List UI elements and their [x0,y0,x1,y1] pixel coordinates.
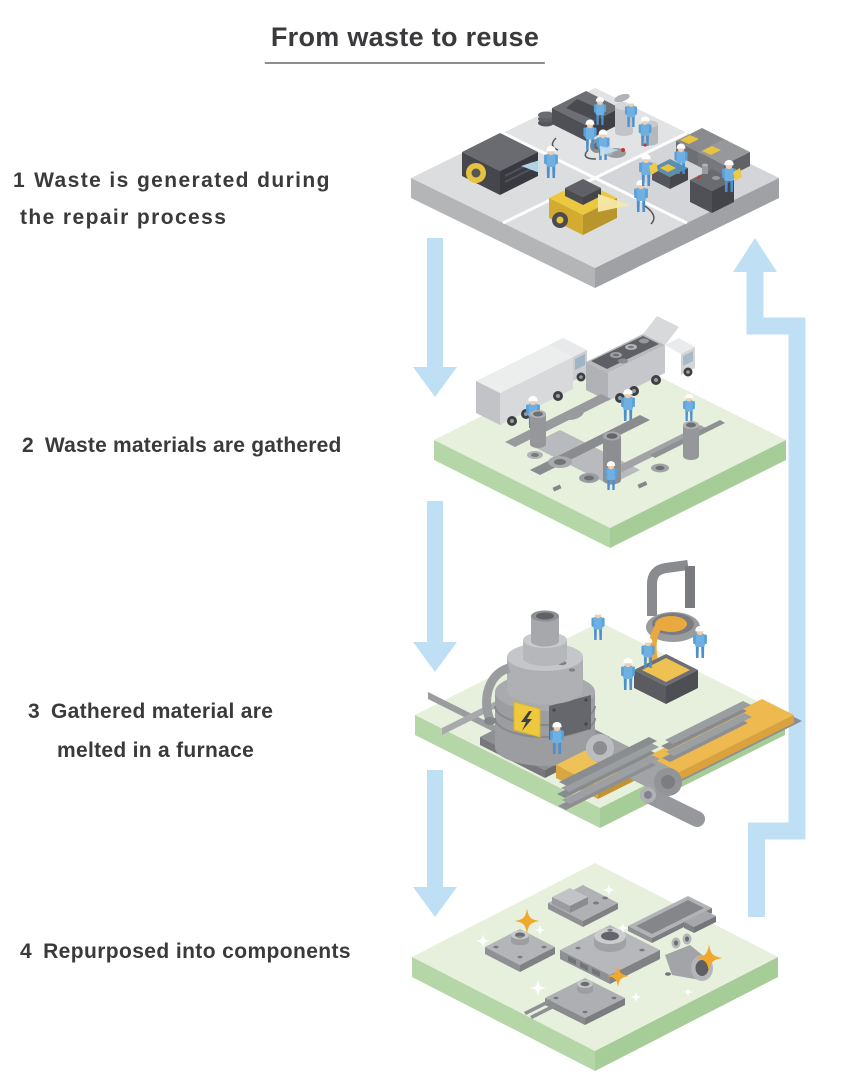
step-label-3: 3 Gathered material are melted in a furna… [28,699,273,764]
step-3-line-1: 3 Gathered material are [28,699,273,725]
stage-1-repair-shop [411,88,779,288]
high-voltage-icon [521,711,532,731]
step-3-number: 3 [28,700,40,723]
step-1-text: Waste is generated during [34,169,331,192]
stage-4-components [412,863,778,1071]
flow-down-arrow-2 [413,501,457,672]
steel-rod-stacks [557,701,752,810]
part-washing [584,146,626,160]
step-1-line-2: the repair process [20,206,228,229]
step-label-1: 1 Waste is generated during the repair pr… [13,168,331,231]
component-flange-plate [485,929,555,972]
step-1-line-1: 1 Waste is generated during [13,168,331,194]
step-2-number: 2 [22,434,34,457]
up-arrow-shaft [746,271,806,917]
flow-down-arrow-1 [413,238,457,397]
ribbed-component-blocks [676,128,750,179]
scrap-metal-pile [505,394,725,492]
stage-2-gathering [434,316,786,548]
down-arrow-shaft [427,770,443,889]
step-4-line-1: 4 Repurposed into components [20,939,351,965]
step-label-2: 2 Waste materials are gathered [22,433,342,459]
component-bracket-plate [548,885,618,927]
step-1-number: 1 [13,169,27,192]
down-arrow-shaft [427,238,443,369]
page-title: From waste to reuse [264,22,546,64]
step-3-text: Gathered material are [50,700,274,723]
step-4-number: 4 [20,940,33,963]
scrap-container-truck [586,316,695,403]
stage-3-furnace [415,560,802,828]
step-3-line-2: melted in a furnace [57,739,255,762]
step-4-text: Repurposed into components [43,940,352,963]
down-arrow-shaft [427,501,443,644]
flow-return-up-arrow [733,238,806,917]
step-2-text: Waste materials are gathered [44,434,342,457]
down-arrow-head-icon [413,642,457,672]
clipboard [733,168,742,181]
engine-block [462,133,538,195]
step-2-line-1: 2 Waste materials are gathered [22,433,342,459]
down-arrow-head-icon [413,887,457,917]
ladle-pouring-molten-metal [646,560,700,664]
component-pin-plate [524,978,625,1025]
up-arrow-head-icon [733,238,777,272]
step-label-4: 4 Repurposed into components [20,939,351,965]
component-elbow-casting [665,933,713,981]
component-track-rail [628,896,716,943]
clipboard [649,162,658,175]
inspection-light-beam [598,194,630,212]
tool-hose [644,205,655,225]
down-arrow-head-icon [413,367,457,397]
spray-mist [521,160,540,173]
flow-down-arrow-3 [413,770,457,917]
